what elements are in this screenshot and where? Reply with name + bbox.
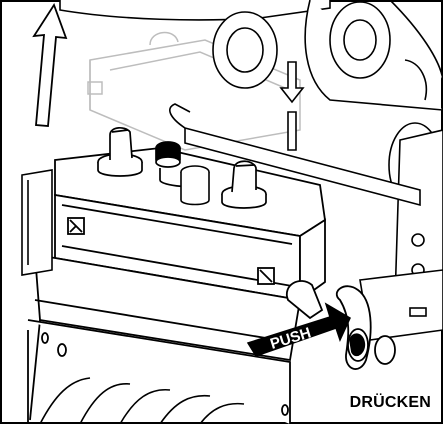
release-lever <box>285 280 396 370</box>
right-locking-knob <box>221 160 267 209</box>
left-frame <box>21 169 53 276</box>
press-caption: DRÜCKEN <box>347 394 433 412</box>
lower-chassis <box>27 253 302 424</box>
lift-arrow-icon <box>32 2 68 127</box>
lower-arrow-icon <box>279 61 305 151</box>
centre-spindle <box>180 165 210 206</box>
right-roller-assembly <box>359 122 443 341</box>
bottom-slats <box>39 377 245 424</box>
guide-bar <box>169 103 421 207</box>
left-locking-knob <box>97 127 143 177</box>
top-rollers <box>59 0 443 111</box>
